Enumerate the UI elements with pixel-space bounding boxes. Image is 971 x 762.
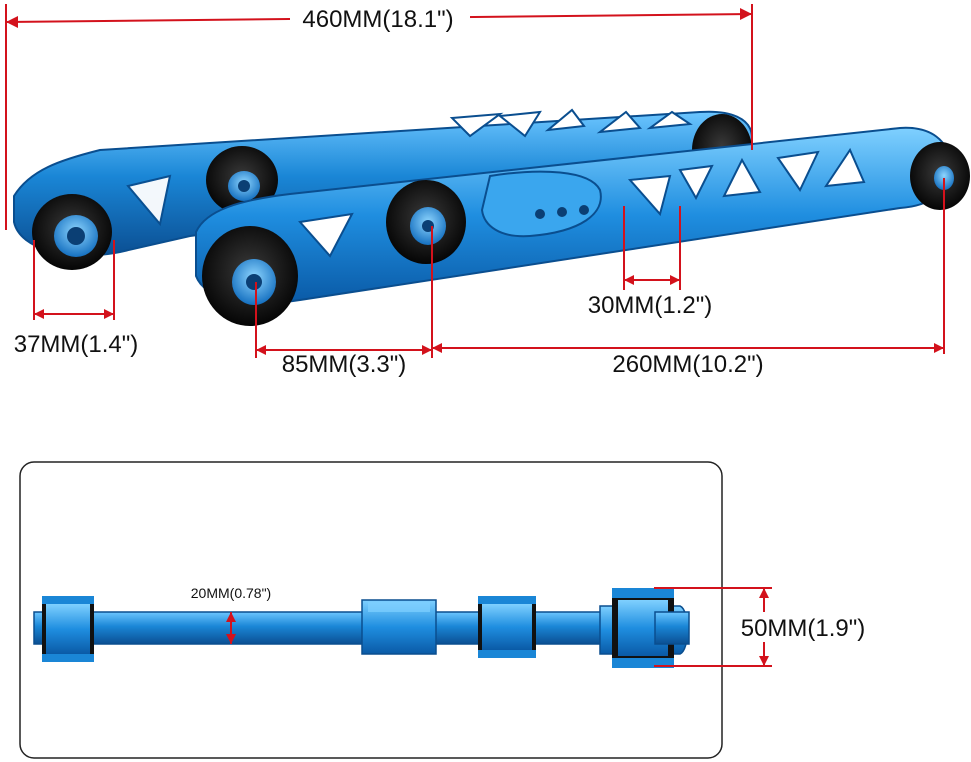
offset-length-label: 85MM(3.3") — [282, 351, 407, 378]
dimension-overall-length — [5, 2, 753, 230]
dimension-bar-thickness — [226, 612, 236, 644]
bushing-width-label: 37MM(1.4") — [14, 331, 139, 358]
slot-width-label: 30MM(1.2") — [588, 292, 713, 319]
dimension-slot-width — [623, 206, 681, 290]
side-view-arm — [33, 588, 690, 668]
bushing-back-left — [32, 194, 112, 270]
bushing-front-middle — [386, 180, 466, 264]
dimension-main-length — [432, 178, 945, 354]
bushing-front-right — [910, 142, 970, 210]
bar-thickness-label: 20MM(0.78") — [191, 585, 271, 601]
dimension-bushing-width — [33, 240, 115, 320]
bushing-back-middle — [206, 146, 278, 214]
overall-length-label: 460MM(18.1") — [302, 6, 453, 33]
dimension-bushing-height — [654, 587, 878, 667]
dimension-offset-length — [255, 226, 433, 358]
main-length-label: 260MM(10.2") — [612, 351, 763, 378]
bushing-front-left — [202, 226, 298, 326]
bushing-height-label: 50MM(1.9") — [741, 615, 866, 642]
rear-lower-arm-front — [195, 126, 952, 304]
